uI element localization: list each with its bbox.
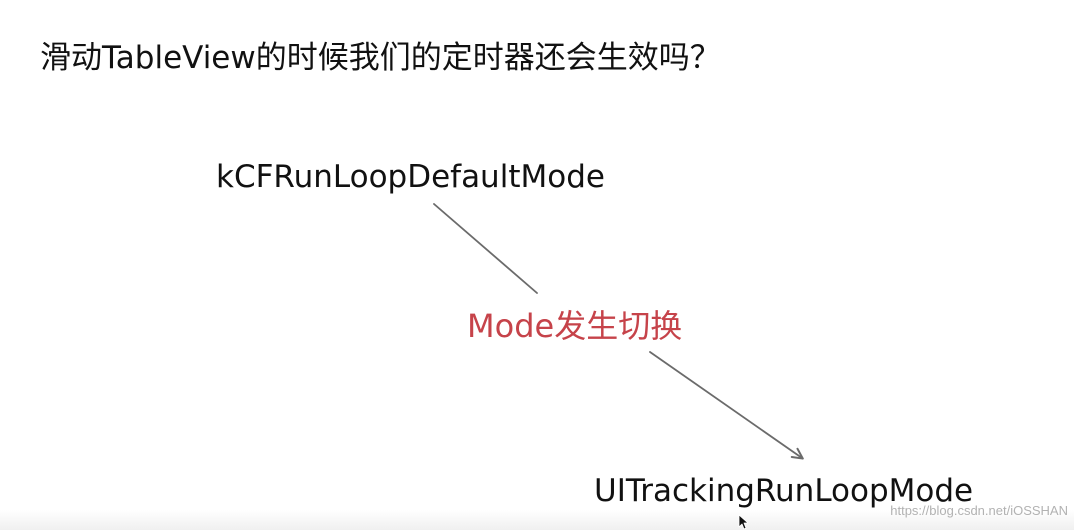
default-mode-label: kCFRunLoopDefaultMode [216, 159, 605, 195]
arrow-upper-segment [433, 203, 538, 294]
slide-title: 滑动TableView的时候我们的定时器还会生效吗？ [40, 40, 721, 76]
mode-switch-label: Mode发生切换 [467, 307, 683, 345]
arrow-lower-segment [649, 351, 804, 460]
tracking-mode-label: UITrackingRunLoopMode [594, 473, 974, 509]
watermark-text: https://blog.csdn.net/iOSSHAN [890, 503, 1068, 518]
mouse-pointer-icon [738, 514, 748, 530]
bottom-shadow-bar [0, 510, 1074, 530]
